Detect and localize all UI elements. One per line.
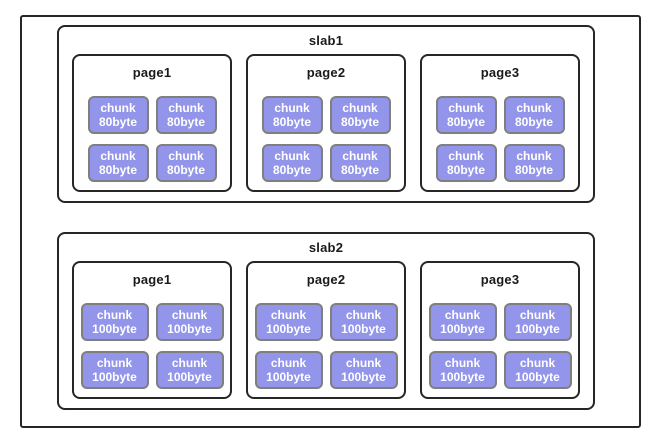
chunk-label-line1: chunk <box>270 308 307 322</box>
slab1-pages-row: page1 chunk 80byte chunk 80byte chunk 80 <box>72 54 580 192</box>
chunk-label-line1: chunk <box>168 101 204 115</box>
chunk-label-line1: chunk <box>168 149 204 163</box>
chunk-box: chunk 80byte <box>435 96 497 134</box>
slab2-pages-row: page1 chunk 100byte chunk 100byte chunk <box>72 261 580 399</box>
chunk-label-line2: 80byte <box>446 115 486 129</box>
chunk-label-line1: chunk <box>171 308 208 322</box>
chunk-label-line2: 80byte <box>514 163 554 177</box>
page-box: page1 chunk 80byte chunk 80byte chunk 80 <box>72 54 232 192</box>
chunk-label-line1: chunk <box>345 308 382 322</box>
chunk-label-line2: 100byte <box>515 370 560 384</box>
slab2-box: slab2 page1 chunk 100byte chunk 100byte <box>57 232 595 410</box>
chunk-box: chunk 80byte <box>87 96 149 134</box>
chunk-label-line1: chunk <box>519 356 556 370</box>
chunk-label-line1: chunk <box>516 149 552 163</box>
chunk-label-line2: 80byte <box>272 163 312 177</box>
chunk-grid: chunk 100byte chunk 100byte chunk 100byt… <box>248 303 404 389</box>
chunk-label-line2: 80byte <box>98 115 138 129</box>
chunk-label-line1: chunk <box>448 101 484 115</box>
chunk-label-line1: chunk <box>342 149 378 163</box>
chunk-label-line1: chunk <box>516 101 552 115</box>
chunk-label-line2: 80byte <box>446 163 486 177</box>
chunk-label-line1: chunk <box>270 356 307 370</box>
page-box: page3 chunk 100byte chunk 100byte chunk <box>420 261 580 399</box>
chunk-box: chunk 80byte <box>155 144 217 182</box>
chunk-label-line1: chunk <box>444 308 481 322</box>
slab-title: slab2 <box>308 240 344 255</box>
chunk-label-line2: 80byte <box>514 115 554 129</box>
chunk-box: chunk 100byte <box>329 351 398 389</box>
chunk-label-line2: 80byte <box>98 163 138 177</box>
chunk-box: chunk 80byte <box>503 144 565 182</box>
chunk-box: chunk 100byte <box>155 303 224 341</box>
chunk-box: chunk 100byte <box>329 303 398 341</box>
chunk-label-line2: 100byte <box>440 322 485 336</box>
page-title: page2 <box>306 272 346 287</box>
chunk-label-line1: chunk <box>171 356 208 370</box>
memory-outer-box: slab1 page1 chunk 80byte chunk 80byte <box>20 15 641 428</box>
chunk-label-line1: chunk <box>448 149 484 163</box>
chunk-label-line2: 100byte <box>266 370 311 384</box>
chunk-grid: chunk 100byte chunk 100byte chunk 100byt… <box>422 303 578 389</box>
page-title: page1 <box>132 272 172 287</box>
chunk-box: chunk 80byte <box>261 144 323 182</box>
chunk-grid: chunk 80byte chunk 80byte chunk 80byte <box>422 96 578 182</box>
chunk-label-line1: chunk <box>274 149 310 163</box>
page-box: page2 chunk 80byte chunk 80byte chunk 80 <box>246 54 406 192</box>
chunk-box: chunk 100byte <box>428 351 497 389</box>
chunk-box: chunk 100byte <box>155 351 224 389</box>
chunk-grid: chunk 100byte chunk 100byte chunk 100byt… <box>74 303 230 389</box>
chunk-label-line1: chunk <box>96 308 133 322</box>
chunk-box: chunk 100byte <box>428 303 497 341</box>
chunk-label-line2: 100byte <box>92 322 137 336</box>
slab-title: slab1 <box>308 33 344 48</box>
page-title: page2 <box>306 65 346 80</box>
chunk-label-line2: 100byte <box>266 322 311 336</box>
page-title: page1 <box>132 65 172 80</box>
chunk-label-line1: chunk <box>274 101 310 115</box>
chunk-box: chunk 80byte <box>503 96 565 134</box>
chunk-label-line2: 100byte <box>92 370 137 384</box>
chunk-label-line2: 100byte <box>341 370 386 384</box>
chunk-box: chunk 80byte <box>87 144 149 182</box>
chunk-label-line1: chunk <box>96 356 133 370</box>
chunk-label-line2: 100byte <box>167 322 212 336</box>
chunk-label-line2: 100byte <box>341 322 386 336</box>
chunk-label-line2: 80byte <box>166 115 206 129</box>
chunk-box: chunk 80byte <box>329 144 391 182</box>
chunk-label-line2: 80byte <box>272 115 312 129</box>
chunk-box: chunk 80byte <box>155 96 217 134</box>
page-box: page3 chunk 80byte chunk 80byte chunk 80 <box>420 54 580 192</box>
page-box: page2 chunk 100byte chunk 100byte chunk <box>246 261 406 399</box>
chunk-box: chunk 100byte <box>80 351 149 389</box>
chunk-label-line2: 100byte <box>440 370 485 384</box>
chunk-label-line1: chunk <box>100 149 136 163</box>
chunk-box: chunk 80byte <box>261 96 323 134</box>
chunk-grid: chunk 80byte chunk 80byte chunk 80byte <box>248 96 404 182</box>
chunk-label-line2: 80byte <box>340 163 380 177</box>
slab1-box: slab1 page1 chunk 80byte chunk 80byte <box>57 25 595 203</box>
chunk-box: chunk 100byte <box>254 351 323 389</box>
chunk-label-line1: chunk <box>342 101 378 115</box>
chunk-label-line2: 100byte <box>515 322 560 336</box>
chunk-box: chunk 80byte <box>329 96 391 134</box>
chunk-label-line1: chunk <box>444 356 481 370</box>
page-box: page1 chunk 100byte chunk 100byte chunk <box>72 261 232 399</box>
chunk-box: chunk 100byte <box>254 303 323 341</box>
chunk-label-line2: 80byte <box>166 163 206 177</box>
chunk-box: chunk 80byte <box>435 144 497 182</box>
chunk-box: chunk 100byte <box>80 303 149 341</box>
chunk-label-line2: 80byte <box>340 115 380 129</box>
chunk-label-line1: chunk <box>519 308 556 322</box>
chunk-box: chunk 100byte <box>503 303 572 341</box>
chunk-label-line1: chunk <box>345 356 382 370</box>
chunk-label-line2: 100byte <box>167 370 212 384</box>
chunk-grid: chunk 80byte chunk 80byte chunk 80byte <box>74 96 230 182</box>
chunk-label-line1: chunk <box>100 101 136 115</box>
page-title: page3 <box>480 65 520 80</box>
chunk-box: chunk 100byte <box>503 351 572 389</box>
page-title: page3 <box>480 272 520 287</box>
